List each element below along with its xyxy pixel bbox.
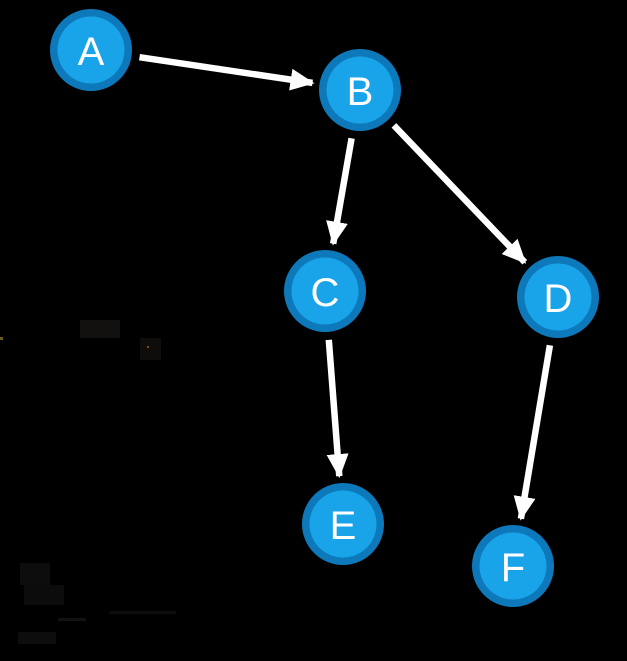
node-A[interactable]: A [50, 9, 132, 91]
edge-C-E [325, 339, 349, 479]
node-label: F [501, 546, 525, 590]
nodes-layer: A B C D E F [50, 9, 599, 607]
node-body [291, 257, 359, 325]
node-D[interactable]: D [517, 256, 599, 338]
edge-B-D [391, 123, 528, 265]
node-label: E [330, 504, 357, 548]
node-body [479, 532, 547, 600]
node-C[interactable]: C [284, 250, 366, 332]
node-label: C [311, 271, 340, 315]
edge-D-F [513, 344, 554, 521]
edge-A-B [139, 53, 315, 91]
node-E[interactable]: E [302, 483, 384, 565]
edge-B-C [326, 137, 355, 246]
node-label: D [544, 277, 573, 321]
edges-layer [139, 53, 554, 521]
node-body [309, 490, 377, 558]
node-F[interactable]: F [472, 525, 554, 607]
node-body [524, 263, 592, 331]
node-body [326, 56, 394, 124]
node-B[interactable]: B [319, 49, 401, 131]
node-body [57, 16, 125, 84]
node-label: A [78, 30, 105, 74]
node-label: B [347, 70, 374, 114]
